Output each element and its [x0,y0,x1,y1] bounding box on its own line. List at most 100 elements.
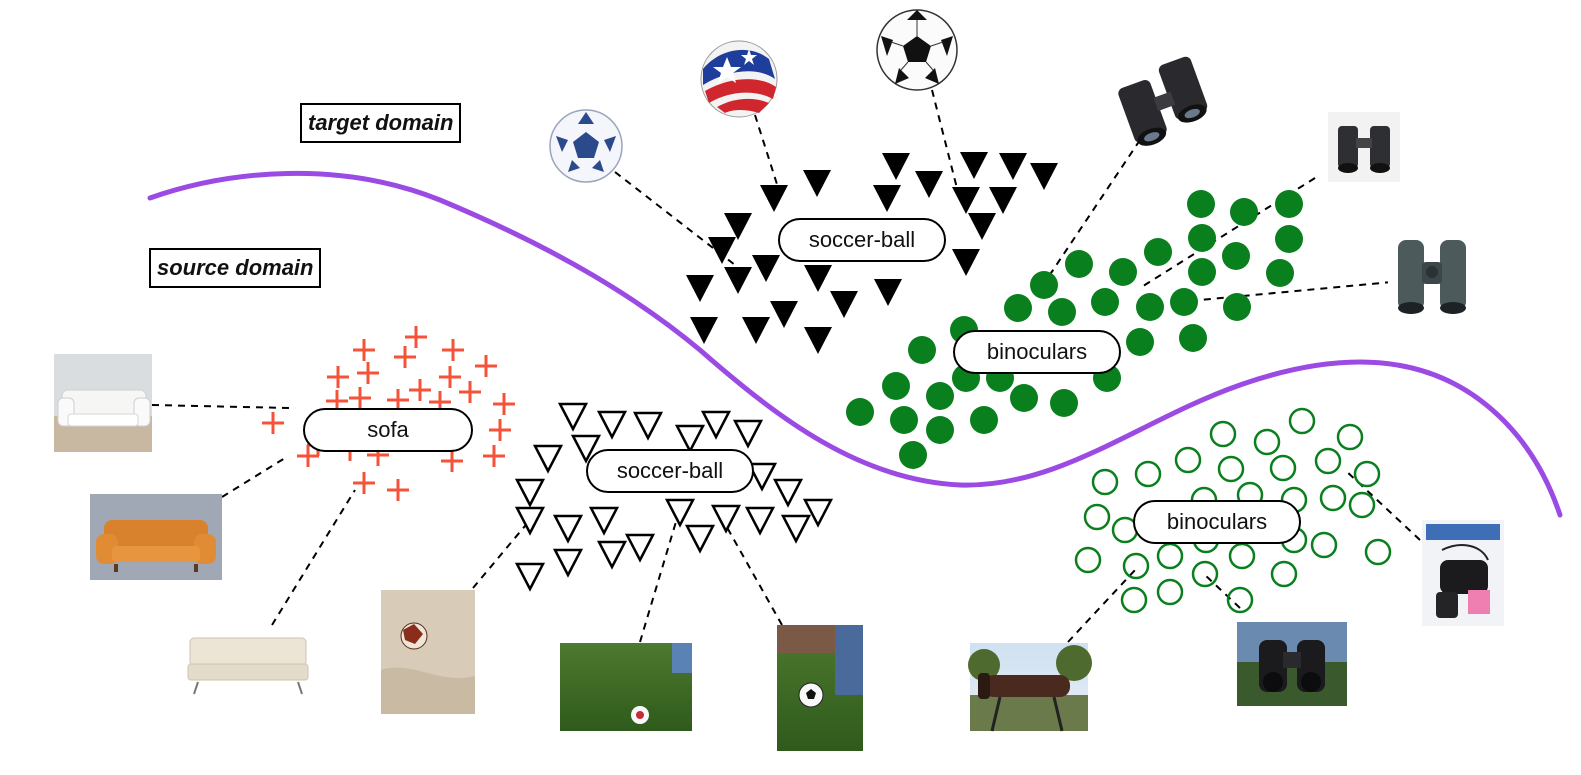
connector-line [271,489,356,626]
source-binoculars-sample-marker [1253,428,1281,456]
flag-soccer-ball-thumbnail [700,40,778,118]
sofa-marker-group [262,326,515,501]
sofa-sample-marker [349,387,371,409]
binoculars-pack-thumbnail [1422,520,1504,626]
sofa-sample-marker [394,346,416,368]
source-binoculars-sample-marker [1134,460,1162,488]
source-soccer-marker-group [514,402,834,592]
target-soccer-sample-marker [882,153,910,180]
sofa-sample-marker [493,393,515,415]
binoculars-thumbnail [1113,56,1221,146]
ball-on-sand-thumbnail [381,590,475,714]
sofa-sample-marker [357,362,379,384]
target-binoculars-sample-marker [899,441,927,469]
source-binoculars-sample-marker [1310,531,1338,559]
source-binoculars-sample-marker [1353,460,1381,488]
orange-sofa-thumbnail [90,494,222,580]
source-soccer-sample-marker [664,498,696,528]
target-soccer-sample-marker [873,185,901,212]
source-binoculars-sample-marker [1217,455,1245,483]
source-soccer-sample-marker [588,506,620,536]
target-binoculars-sample-marker [926,416,954,444]
classic-soccer-ball-thumbnail [876,9,958,91]
target-binoculars-sample-marker [1144,238,1172,266]
connector-line [472,519,531,589]
target-binoculars-sample-marker [1136,293,1164,321]
source-binoculars-sample-marker [1364,538,1392,566]
source-soccer-sample-marker [802,498,834,528]
connector-line [639,514,679,643]
sofa-sample-marker [483,445,505,467]
target-binoculars-sample-marker [890,406,918,434]
sofa-sample-marker [439,366,461,388]
cannon-thumbnail [968,643,1092,732]
sofa-sample-marker [405,326,427,348]
source-soccer-sample-marker [570,434,602,464]
target-binoculars-sample-marker [1030,271,1058,299]
connector-line [151,404,291,409]
source-binoculars-sample-marker [1226,586,1254,614]
target-binoculars-sample-marker [1065,250,1093,278]
target-binoculars-sample-marker [1004,294,1032,322]
sofa-sample-marker [387,389,409,411]
source-soccer-sample-marker [514,506,546,536]
binoculars-thumbnail [1388,234,1476,320]
target-domain-label: target domain [300,103,462,143]
sofa-sample-marker [353,339,375,361]
source-binoculars-cluster-label: binoculars [1133,500,1301,544]
target-binoculars-sample-marker [1109,258,1137,286]
target-binoculars-sample-marker [1222,242,1250,270]
target-binoculars-sample-marker [1223,293,1251,321]
source-soccer-sample-marker [557,402,589,432]
source-soccer-sample-marker [552,548,584,578]
sofa-sample-marker [387,479,409,501]
sofa-sample-marker [489,419,511,441]
sofa-sample-marker [442,339,464,361]
sofa-sample-marker [297,445,319,467]
sofa-sample-marker [262,412,284,434]
source-binoculars-sample-marker [1209,420,1237,448]
sofa-sample-marker [353,472,375,494]
source-soccer-sample-marker [624,533,656,563]
cream-sofa-thumbnail [186,634,310,696]
target-soccer-sample-marker [989,187,1017,214]
source-binoculars-sample-marker [1156,578,1184,606]
source-domain-label: source domain [149,248,322,288]
connector-line [221,457,286,498]
connector-line [723,521,783,626]
source-soccer-sample-marker [744,506,776,536]
binoculars-thumbnail [1237,622,1347,706]
target-soccer-sample-marker [686,275,714,302]
source-binoculars-sample-marker [1122,552,1150,580]
target-binoculars-sample-marker [970,406,998,434]
target-binoculars-cluster-label: binoculars [953,330,1121,374]
target-binoculars-sample-marker [1266,259,1294,287]
sofa-sample-marker [459,381,481,403]
source-binoculars-sample-marker [1120,586,1148,614]
target-binoculars-sample-marker [1179,324,1207,352]
source-soccer-sample-marker [596,540,628,570]
source-binoculars-sample-marker [1288,407,1316,435]
target-soccer-sample-marker [724,267,752,294]
sofa-sample-marker [441,450,463,472]
white-sofa-thumbnail [54,354,152,452]
target-soccer-sample-marker [874,279,902,306]
source-binoculars-sample-marker [1174,446,1202,474]
target-soccer-sample-marker [1030,163,1058,190]
sofa-sample-marker [475,355,497,377]
sofa-sample-marker [327,366,349,388]
target-binoculars-sample-marker [1188,258,1216,286]
target-soccer-sample-marker [915,171,943,198]
source-soccer-ball-cluster-label: soccer-ball [586,449,754,493]
target-soccer-sample-marker [690,317,718,344]
target-soccer-sample-marker [952,249,980,276]
target-binoculars-sample-marker [1275,190,1303,218]
source-soccer-sample-marker [514,562,546,592]
target-soccer-sample-marker [952,187,980,214]
source-binoculars-sample-marker [1083,503,1111,531]
target-binoculars-sample-marker [908,336,936,364]
source-binoculars-sample-marker [1074,546,1102,574]
target-soccer-sample-marker [742,317,770,344]
target-soccer-sample-marker [803,170,831,197]
